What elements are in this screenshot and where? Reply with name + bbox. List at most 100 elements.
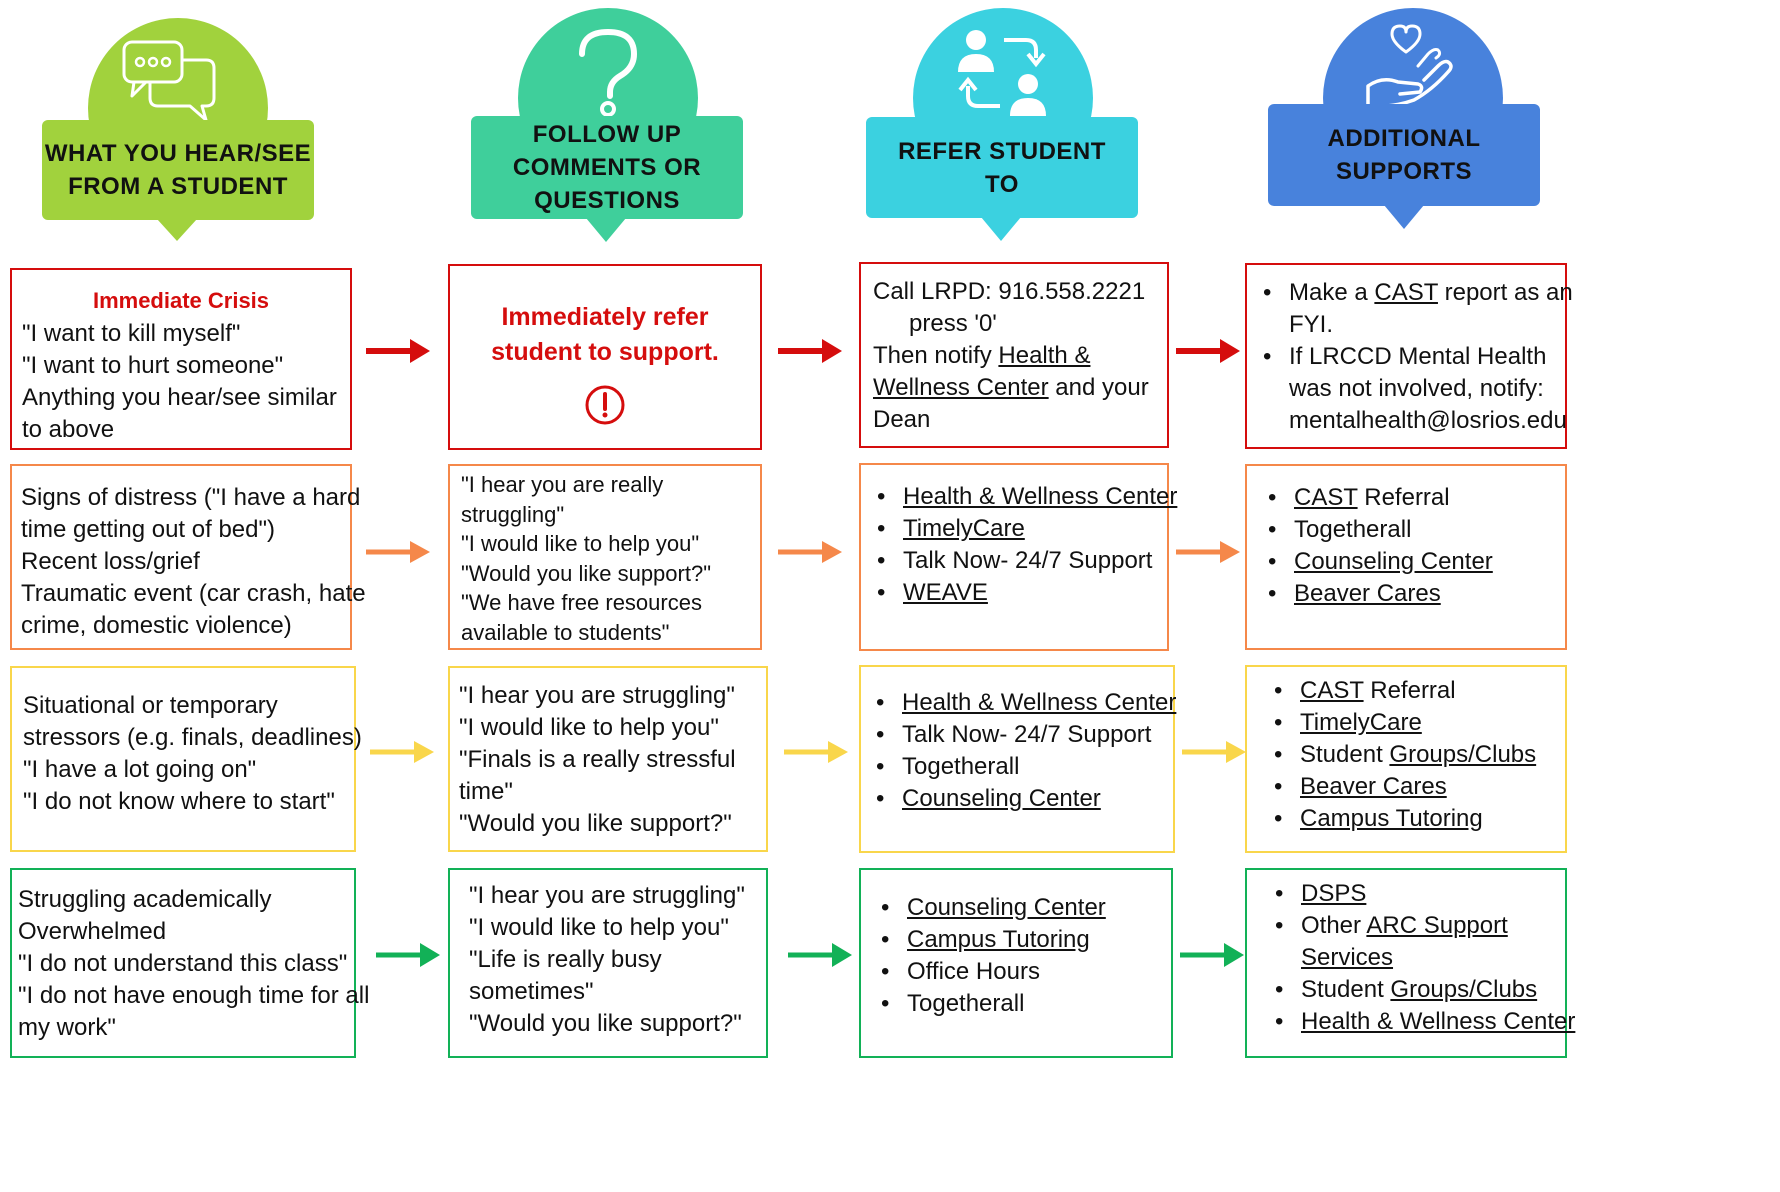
arc-support-link[interactable]: ARC Support [1366, 912, 1508, 939]
academic-follow-card: "I hear you are struggling" "I would lik… [448, 868, 768, 1058]
cast-link[interactable]: CAST [1294, 484, 1358, 511]
list-item: Counseling Center [875, 892, 1171, 924]
distress-refer-card: Health & Wellness Center TimelyCare Talk… [859, 463, 1177, 651]
weave-link[interactable]: WEAVE [903, 579, 988, 606]
talk-now-text: Talk Now- 24/7 Support [903, 547, 1153, 574]
list-item: CAST Referral [1262, 482, 1565, 514]
distress-additional-card: CAST Referral Togetherall Counseling Cen… [1245, 464, 1567, 650]
add-text: Referral [1363, 677, 1456, 704]
academic-hear-line: "I do not understand this class" [18, 950, 348, 977]
counseling-center-link[interactable]: Counseling Center [907, 894, 1106, 921]
crisis-refer-line: press '0' [909, 310, 997, 337]
groups-clubs-link[interactable]: Groups/Clubs [1390, 976, 1538, 1003]
academic-hear-line: Overwhelmed [18, 918, 167, 945]
academic-follow-line: "I would like to help you" [469, 914, 729, 941]
distress-follow-line: "I hear you are really [461, 472, 664, 497]
crisis-hear-line: Anything you hear/see similar [22, 384, 337, 411]
talk-now-text: Talk Now- 24/7 Support [902, 721, 1152, 748]
list-item: Health & Wellness Center [870, 687, 1177, 719]
health-wellness-link[interactable]: Health & Wellness Center [1301, 1008, 1576, 1035]
add-text: If LRCCD Mental Health [1289, 343, 1547, 370]
distress-hear-line: Recent loss/grief [21, 548, 200, 575]
office-hours-text: Office Hours [907, 958, 1040, 985]
academic-hear-line: my work" [18, 1014, 116, 1041]
campus-tutoring-link[interactable]: Campus Tutoring [907, 926, 1090, 953]
add-text: Referral [1357, 484, 1450, 511]
hand-heart-icon [1366, 24, 1453, 109]
list-item: Campus Tutoring [1268, 803, 1565, 835]
dsps-link[interactable]: DSPS [1301, 880, 1367, 907]
arrow-right-icon [1180, 943, 1244, 967]
health-wellness-link[interactable]: Health & [998, 342, 1091, 369]
arrow-right-icon [1176, 339, 1240, 363]
distress-follow-line: available to students" [461, 619, 670, 645]
counseling-center-link[interactable]: Counseling Center [902, 785, 1101, 812]
add-text: was not involved, notify: [1289, 375, 1544, 402]
beaver-cares-link[interactable]: Beaver Cares [1300, 773, 1447, 800]
add-text: Make a [1289, 279, 1375, 306]
question-mark-icon [579, 28, 638, 117]
header-label: ADDITIONAL [1327, 125, 1481, 152]
situational-follow-line: "Would you like support?" [459, 810, 732, 837]
cast-link[interactable]: CAST [1300, 677, 1364, 704]
crisis-follow-card: Immediately refer student to support. [448, 264, 762, 450]
distress-follow-line: "I would like to help you" [461, 531, 700, 556]
togetherall-text: Togetherall [1294, 516, 1412, 543]
list-item: Togetherall [875, 988, 1171, 1020]
timelycare-link[interactable]: TimelyCare [903, 515, 1025, 542]
distress-hear-card: Signs of distress ("I have a hard time g… [10, 464, 366, 650]
list-item: Campus Tutoring [875, 924, 1171, 956]
list-item: Talk Now- 24/7 Support [871, 545, 1167, 577]
situational-hear-line: Situational or temporary [23, 692, 278, 719]
campus-tutoring-link[interactable]: Campus Tutoring [1300, 805, 1483, 832]
header-label: QUESTIONS [534, 187, 680, 214]
list-item: TimelyCare [1268, 707, 1565, 739]
distress-hear-line: Traumatic event (car crash, hate [21, 580, 366, 607]
beaver-cares-link[interactable]: Beaver Cares [1294, 580, 1441, 607]
distress-hear-line: time getting out of bed") [21, 516, 276, 543]
add-text: Student [1301, 976, 1391, 1003]
list-item: Student Groups/Clubs [1269, 974, 1565, 1006]
health-wellness-link[interactable]: Health & Wellness Center [902, 689, 1177, 716]
situational-hear-card: Situational or temporary stressors (e.g.… [10, 666, 362, 852]
arrow-right-icon [366, 339, 430, 363]
arrow-right-icon [778, 541, 842, 563]
academic-follow-line: "I hear you are struggling" [469, 882, 745, 909]
alert-exclamation-icon [585, 385, 625, 425]
situational-hear-line: "I have a lot going on" [23, 756, 257, 783]
chat-bubbles-icon [122, 40, 216, 122]
crisis-hear-line: "I want to kill myself" [22, 320, 241, 347]
timelycare-link[interactable]: TimelyCare [1300, 709, 1422, 736]
list-item: Health & Wellness Center [1269, 1006, 1575, 1038]
arrow-right-icon [788, 943, 852, 967]
arrow-right-icon [376, 943, 440, 967]
health-wellness-link[interactable]: Health & Wellness Center [903, 483, 1178, 510]
arc-support-link[interactable]: Services [1301, 944, 1394, 971]
health-wellness-link[interactable]: Wellness Center [873, 374, 1049, 401]
distress-follow-line: struggling" [461, 501, 565, 527]
crisis-hear-line: to above [22, 416, 115, 443]
crisis-title: Immediate Crisis [92, 288, 270, 313]
list-item: Counseling Center [870, 783, 1173, 815]
situational-hear-line: "I do not know where to start" [23, 788, 335, 815]
groups-clubs-link[interactable]: Groups/Clubs [1389, 741, 1537, 768]
cast-link[interactable]: CAST [1374, 279, 1438, 306]
add-text: report as an [1437, 279, 1573, 306]
list-item: Office Hours [875, 956, 1171, 988]
list-item: DSPS [1269, 878, 1565, 910]
counseling-center-link[interactable]: Counseling Center [1294, 548, 1493, 575]
header-label: COMMENTS OR [512, 154, 702, 181]
crisis-hear-line: "I want to hurt someone" [22, 352, 284, 379]
list-item: Togetherall [870, 751, 1173, 783]
distress-follow-line: "Would you like support?" [461, 560, 712, 586]
academic-follow-line: sometimes" [469, 978, 594, 1005]
list-item: WEAVE [871, 577, 1167, 609]
crisis-follow-line: Immediately refer [501, 303, 709, 331]
arrow-right-icon [370, 741, 434, 763]
situational-additional-card: CAST Referral TimelyCare Student Groups/… [1245, 665, 1567, 853]
list-item: Talk Now- 24/7 Support [870, 719, 1173, 751]
academic-follow-line: "Life is really busy [469, 946, 662, 973]
list-item: Beaver Cares [1268, 771, 1565, 803]
